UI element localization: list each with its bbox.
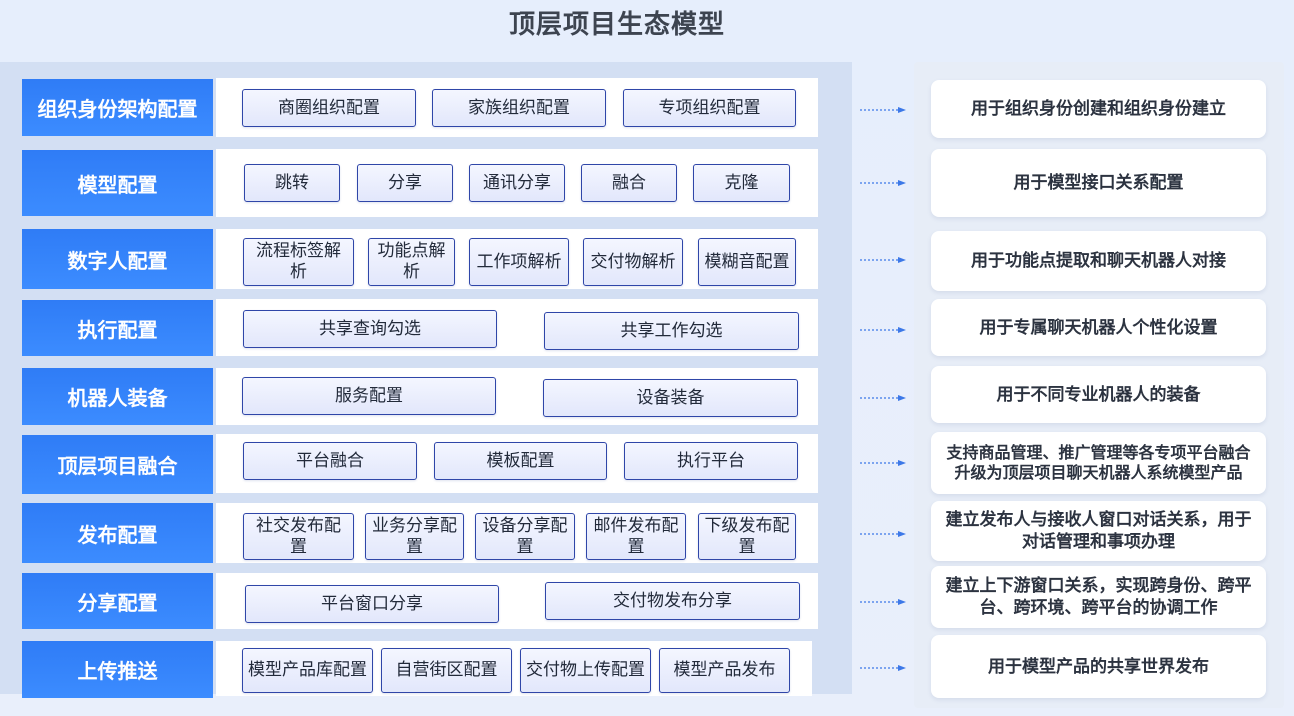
description-box: 用于组织身份创建和组织身份建立 [931, 80, 1266, 138]
chip-node: 通讯分享 [469, 164, 565, 202]
chip-node: 模糊音配置 [698, 238, 796, 286]
arrow-icon [860, 665, 906, 671]
row-label-top-fusion: 顶层项目融合 [22, 435, 213, 494]
chip-node: 工作项解析 [469, 238, 569, 286]
chip-node: 共享工作勾选 [544, 312, 799, 350]
row-label-upload: 上传推送 [22, 641, 213, 698]
arrow-icon [860, 531, 906, 537]
chip-node: 家族组织配置 [432, 89, 606, 127]
chip-node: 下级发布配置 [698, 513, 796, 560]
chip-node: 共享查询勾选 [243, 310, 497, 348]
description-box: 用于功能点提取和聊天机器人对接 [931, 231, 1266, 291]
description-box: 建立发布人与接收人窗口对话关系，用于对话管理和事项办理 [931, 501, 1266, 561]
description-box: 建立上下游窗口关系，实现跨身份、跨平台、跨环境、跨平台的协调工作 [931, 566, 1266, 628]
row-label-model-config: 模型配置 [22, 150, 213, 216]
row-label-robot-equip: 机器人装备 [22, 368, 213, 425]
chip-node: 平台融合 [243, 442, 417, 480]
description-box: 支持商品管理、推广管理等各专项平台融合升级为顶层项目聊天机器人系统模型产品 [931, 432, 1266, 494]
row-label-share: 分享配置 [22, 573, 213, 629]
arrow-icon [860, 180, 906, 186]
chip-node: 分享 [357, 164, 453, 202]
description-box: 用于模型接口关系配置 [931, 149, 1266, 217]
chip-node: 平台窗口分享 [245, 585, 499, 623]
description-box: 用于不同专业机器人的装备 [931, 366, 1266, 423]
chip-node: 模板配置 [434, 442, 607, 480]
chip-node: 跳转 [244, 164, 340, 202]
row-label-execution: 执行配置 [22, 300, 213, 356]
arrow-icon [860, 327, 906, 333]
chip-node: 设备装备 [543, 379, 798, 417]
chip-node: 交付物解析 [583, 238, 683, 286]
page-title: 顶层项目生态模型 [508, 10, 725, 40]
chip-node: 模型产品库配置 [242, 648, 373, 693]
row-label-publish: 发布配置 [22, 503, 213, 563]
chip-node: 社交发布配置 [243, 513, 354, 560]
row-label-org-identity: 组织身份架构配置 [22, 79, 213, 136]
chip-node: 功能点解析 [368, 238, 455, 286]
chip-node: 模型产品发布 [659, 648, 790, 693]
arrow-icon [860, 599, 906, 605]
row-label-digital-human: 数字人配置 [22, 229, 213, 289]
chip-node: 服务配置 [242, 377, 496, 415]
chip-node: 融合 [581, 164, 677, 202]
arrow-icon [860, 460, 906, 466]
chip-node: 克隆 [693, 164, 790, 202]
chip-node: 流程标签解析 [243, 238, 354, 286]
chip-node: 邮件发布配置 [586, 513, 686, 560]
description-box: 用于专属聊天机器人个性化设置 [931, 299, 1266, 356]
chip-node: 自营街区配置 [381, 648, 512, 693]
chip-node: 商圈组织配置 [242, 89, 416, 127]
chip-node: 设备分享配置 [475, 513, 575, 560]
chip-node: 专项组织配置 [623, 89, 796, 127]
chip-node: 执行平台 [624, 442, 798, 480]
chip-node: 交付物上传配置 [520, 648, 651, 693]
arrow-icon [860, 107, 906, 113]
chip-node: 业务分享配置 [365, 513, 464, 560]
description-box: 用于模型产品的共享世界发布 [931, 635, 1266, 698]
arrow-icon [860, 395, 906, 401]
arrow-icon [860, 257, 906, 263]
chip-node: 交付物发布分享 [545, 582, 800, 620]
